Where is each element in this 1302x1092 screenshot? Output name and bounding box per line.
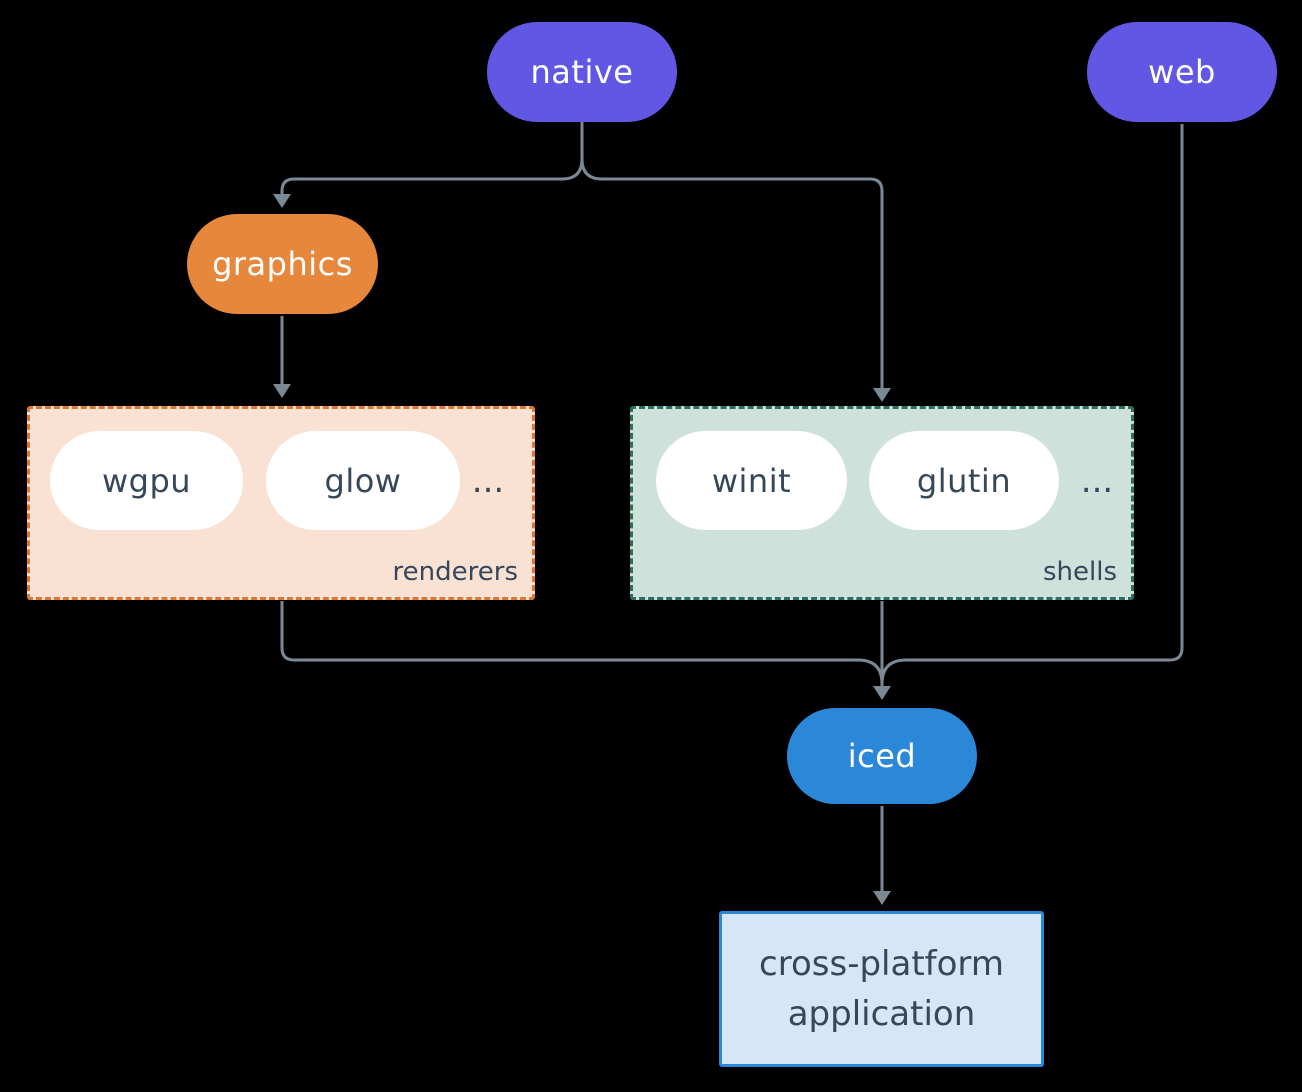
node-glow-label: glow xyxy=(324,461,402,500)
arrowhead-graphics xyxy=(273,194,291,208)
node-app-label-line1: cross-platform xyxy=(759,944,1004,984)
arrowhead-app xyxy=(873,891,891,905)
node-graphics-label: graphics xyxy=(212,245,353,283)
group-shells: winit glutin ... shells xyxy=(630,406,1134,600)
node-iced-label: iced xyxy=(847,737,917,775)
node-iced: iced xyxy=(787,708,977,804)
renderers-ellipsis: ... xyxy=(471,460,505,501)
edge-renderers-to-iced xyxy=(280,601,884,685)
node-app-label-line2: application xyxy=(787,994,976,1034)
node-glutin-label: glutin xyxy=(916,461,1012,500)
node-native-label: native xyxy=(530,53,634,91)
node-wgpu-label: wgpu xyxy=(101,461,192,500)
group-renderers-label: renderers xyxy=(392,557,518,587)
shells-ellipsis: ... xyxy=(1080,460,1114,501)
node-glutin: glutin xyxy=(869,431,1059,530)
node-web: web xyxy=(1087,22,1277,122)
arrowhead-renderers xyxy=(273,384,291,398)
node-cross-platform-application: cross-platform application xyxy=(719,911,1044,1067)
node-native: native xyxy=(487,22,677,122)
node-glow: glow xyxy=(266,431,460,530)
edge-native-to-graphics xyxy=(280,122,584,194)
node-winit: winit xyxy=(656,431,847,530)
node-web-label: web xyxy=(1148,53,1216,91)
arrowhead-iced xyxy=(873,686,891,700)
edge-web-to-iced xyxy=(880,124,1184,685)
group-renderers: wgpu glow ... renderers xyxy=(27,406,535,600)
edge-native-to-shells xyxy=(580,122,884,388)
node-wgpu: wgpu xyxy=(50,431,243,530)
node-winit-label: winit xyxy=(711,461,792,500)
arrowhead-shells xyxy=(873,388,891,402)
group-shells-label: shells xyxy=(1042,557,1117,587)
node-graphics: graphics xyxy=(187,214,378,314)
